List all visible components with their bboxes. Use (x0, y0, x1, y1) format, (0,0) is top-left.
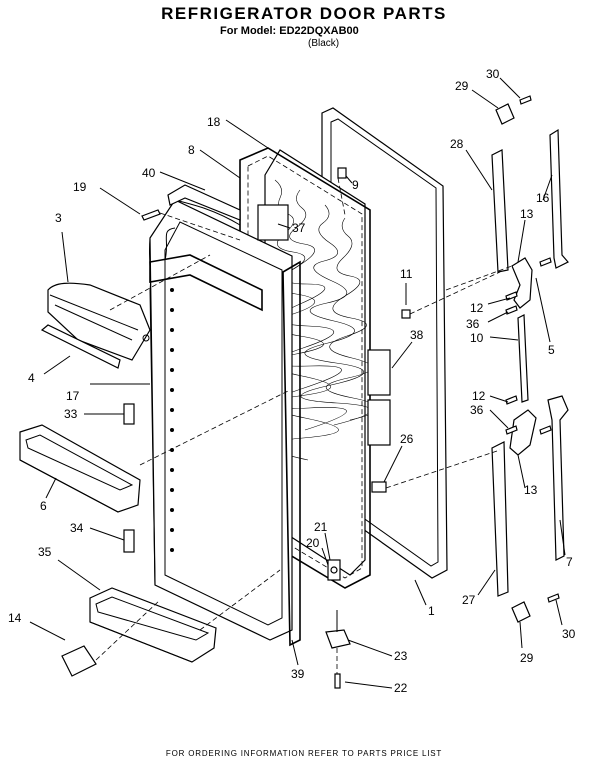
callout-14: 14 (8, 611, 22, 625)
page-title: REFRIGERATOR DOOR PARTS (161, 4, 447, 23)
callout-33: 33 (64, 407, 78, 421)
inner-door-liner (148, 199, 293, 641)
door-bin-upper (19, 424, 141, 513)
callout-20: 20 (306, 536, 320, 550)
callout-12-lower: 12 (472, 389, 486, 403)
callout-13-lower: 13 (524, 483, 538, 497)
callout-10: 10 (470, 331, 484, 345)
clip-26 (371, 481, 387, 493)
screws-right (505, 95, 560, 603)
callout-26: 26 (400, 432, 414, 446)
callout-27: 27 (462, 593, 476, 607)
hinge-cap-29-lower (511, 601, 531, 623)
callout-9: 9 (352, 178, 359, 192)
callout-6: 6 (40, 499, 47, 513)
handle-channel-upper (491, 149, 509, 273)
callout-17: 17 (66, 389, 80, 403)
handle-channel-lower (491, 441, 509, 597)
callout-36-upper: 36 (466, 317, 480, 331)
door-trim-7 (547, 395, 569, 561)
callout-7: 7 (566, 555, 573, 569)
hinge-lower-5 (509, 409, 537, 456)
callout-12-upper: 12 (470, 301, 484, 315)
model-line: For Model: ED22DQXAB00 (220, 25, 359, 37)
dairy-compartment-door (47, 282, 151, 361)
callout-4: 4 (28, 371, 35, 385)
callout-8: 8 (188, 143, 195, 157)
callout-22: 22 (394, 681, 408, 695)
callout-34: 34 (70, 521, 84, 535)
callout-30-upper: 30 (486, 67, 500, 81)
callout-23: 23 (394, 649, 408, 663)
ordering-footer: FOR ORDERING INFORMATION REFER TO PARTS … (165, 749, 443, 758)
callout-18: 18 (207, 115, 221, 129)
callout-36-lower: 36 (470, 403, 484, 417)
callout-29-upper: 29 (455, 79, 469, 93)
shelf-support-dimples (170, 288, 174, 552)
lower-hinge-parts (325, 559, 351, 689)
hinge-upper-5 (511, 257, 533, 309)
trim-strip-10 (517, 314, 529, 403)
callout-29-lower: 29 (520, 651, 534, 665)
hinge-cover-14 (61, 645, 97, 677)
callout-40: 40 (142, 166, 156, 180)
part-37-panel (257, 204, 289, 241)
callout-5: 5 (548, 343, 555, 357)
callout-3: 3 (55, 211, 62, 225)
callout-19: 19 (73, 180, 87, 194)
gasket-strip (282, 260, 301, 647)
plug-9 (337, 167, 347, 179)
clip-33 (123, 403, 135, 425)
clip-11 (401, 309, 411, 319)
hinge-cap-29-upper (495, 103, 515, 125)
callout-16: 16 (536, 191, 550, 205)
callout-38: 38 (410, 328, 424, 342)
callout-28: 28 (450, 137, 464, 151)
callout-37: 37 (292, 221, 306, 235)
door-trim-16 (549, 128, 569, 269)
callout-11: 11 (400, 267, 413, 281)
callout-13-upper: 13 (520, 207, 534, 221)
door-bin-lower (89, 587, 217, 663)
trim-strip (167, 184, 241, 221)
clip-34 (123, 529, 135, 553)
callout-39: 39 (291, 667, 305, 681)
door-block-lower (367, 399, 391, 446)
assembly-guide-lines (95, 177, 513, 674)
callout-30-lower: 30 (562, 627, 576, 641)
callout-1: 1 (428, 604, 435, 618)
callout-leaders (29, 77, 566, 689)
color-line: (Black) (308, 38, 340, 49)
callout-35: 35 (38, 545, 52, 559)
callout-numbers: 18 8 40 19 3 4 17 33 6 34 35 14 9 37 11 … (8, 67, 576, 695)
dairy-door-strip (40, 324, 121, 369)
callout-21: 21 (314, 520, 328, 534)
door-block-upper (367, 349, 391, 396)
screw-19 (141, 209, 161, 221)
